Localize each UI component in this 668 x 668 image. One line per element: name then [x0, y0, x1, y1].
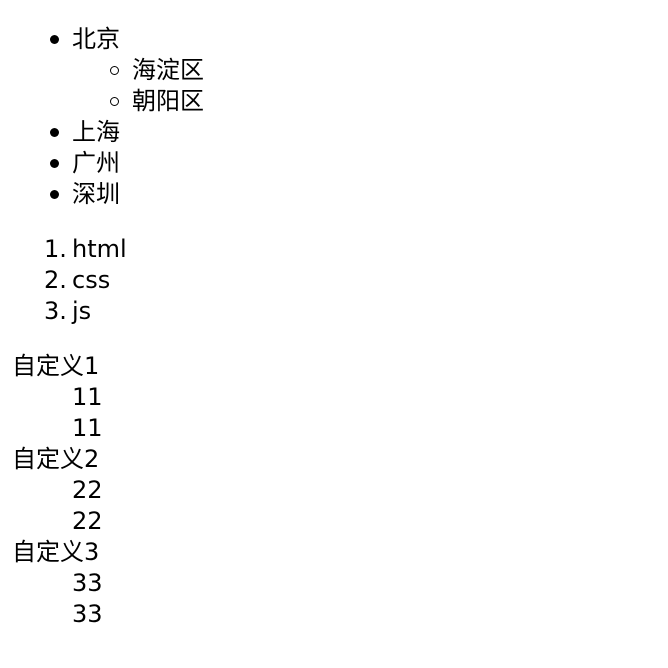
list-item-number: 2.	[44, 266, 67, 294]
definition-description: 11	[72, 414, 103, 442]
list-item-label: html	[72, 235, 127, 263]
list-item-label: 北京	[72, 25, 120, 53]
list-item-label: 朝阳区	[132, 87, 204, 115]
definition-description: 11	[72, 383, 103, 411]
definition-description: 22	[72, 476, 103, 504]
list-item: 2. css	[44, 265, 656, 296]
definition-term: 自定义2	[12, 445, 100, 473]
list-item: 朝阳区	[110, 86, 656, 117]
definition-description: 33	[72, 569, 103, 597]
list-item-label: 广州	[72, 149, 120, 177]
list-item-number: 1.	[44, 235, 67, 263]
definition-term: 自定义1	[12, 352, 100, 380]
list-item-label: css	[72, 266, 111, 294]
list-item-label: 上海	[72, 118, 120, 146]
list-item-number: 3.	[44, 297, 67, 325]
list-item: 上海	[50, 117, 656, 148]
definition-description: 22	[72, 507, 103, 535]
district-list: 海淀区 朝阳区	[72, 55, 656, 117]
custom-definition-list: 自定义1 11 11 自定义2 22 22 自定义3 33 33	[12, 351, 656, 630]
list-item: 3. js	[44, 296, 656, 327]
list-item: 广州	[50, 148, 656, 179]
list-item-label: js	[72, 297, 92, 325]
list-item-label: 海淀区	[132, 56, 204, 84]
tech-list: 1. html 2. css 3. js	[12, 234, 656, 327]
list-item-label: 深圳	[72, 180, 120, 208]
list-item: 1. html	[44, 234, 656, 265]
city-list: 北京 海淀区 朝阳区 上海 广州 深圳	[12, 24, 656, 210]
list-item: 深圳	[50, 179, 656, 210]
definition-description: 33	[72, 600, 103, 628]
list-item: 北京 海淀区 朝阳区	[50, 24, 656, 117]
definition-term: 自定义3	[12, 538, 100, 566]
list-item: 海淀区	[110, 55, 656, 86]
